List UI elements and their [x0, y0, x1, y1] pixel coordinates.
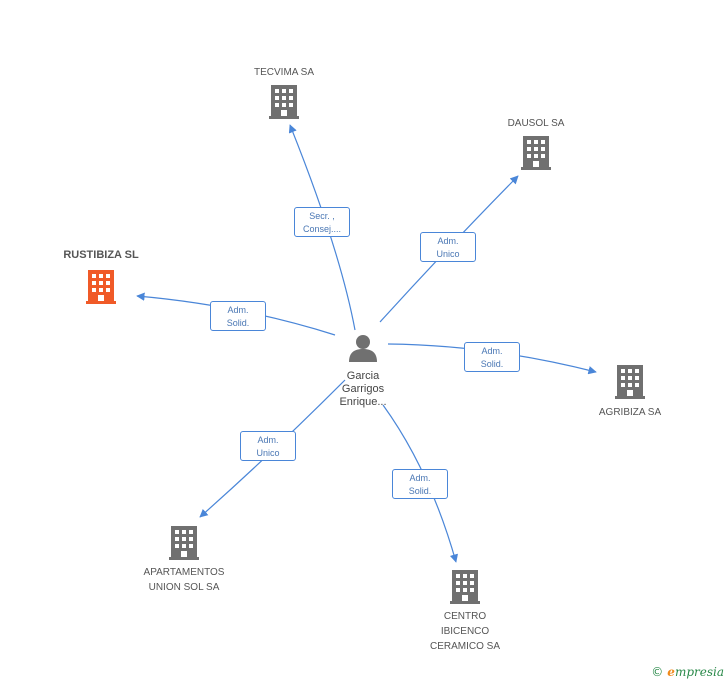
company-label-line: DAUSOL SA	[507, 118, 565, 129]
company-label-dausol[interactable]: DAUSOL SA	[508, 116, 565, 131]
edge-label-centro[interactable]: Adm. Solid.	[392, 469, 448, 499]
edge-label-line: Solid.	[408, 486, 432, 496]
company-label-line: AGRIBIZA SA	[598, 407, 662, 418]
company-label-centro[interactable]: CENTRO IBICENCO CERAMICO SA	[430, 609, 500, 654]
building-icon-rustibiza[interactable]	[86, 270, 116, 304]
building-icon-tecvima[interactable]	[269, 85, 299, 119]
company-label-line: RUSTIBIZA SL	[63, 249, 139, 261]
edge-label-line: Adm.	[409, 473, 431, 483]
nodes-layer	[86, 85, 645, 604]
person-name-line: Garcia	[346, 370, 380, 382]
edge-label-line: Adm.	[437, 236, 459, 246]
edge-label-line: Solid.	[226, 318, 250, 328]
edge-label-agribiza[interactable]: Adm. Solid.	[464, 342, 520, 372]
building-icon-dausol[interactable]	[521, 136, 551, 170]
company-label-line: TECVIMA SA	[253, 67, 315, 78]
empresia-logo: ©empresia	[651, 665, 724, 679]
copyright-icon: ©	[651, 665, 664, 679]
edge-label-line: Secr. ,	[309, 211, 335, 221]
edge-tecvima	[288, 124, 356, 331]
edge-label-dausol[interactable]: Adm. Unico	[420, 232, 476, 262]
edge-label-line: Unico	[436, 249, 460, 259]
edge-label-line: Adm.	[481, 346, 503, 356]
edge-label-line: Solid.	[480, 359, 504, 369]
company-label-line: CERAMICO SA	[429, 641, 501, 652]
edge-label-line: Consej....	[302, 224, 342, 234]
brand-initial: e	[667, 665, 675, 679]
company-label-line: CENTRO	[443, 611, 487, 622]
company-label-rustibiza[interactable]: RUSTIBIZA SL	[63, 248, 138, 263]
company-label-apartamentos[interactable]: APARTAMENTOS UNION SOL SA	[144, 565, 225, 595]
building-icon-apartamentos[interactable]	[169, 526, 199, 560]
edge-label-rustibiza[interactable]: Adm. Solid.	[210, 301, 266, 331]
edge-label-tecvima[interactable]: Secr. , Consej....	[294, 207, 350, 237]
building-icon-centro[interactable]	[450, 570, 480, 604]
company-label-line: IBICENCO	[440, 626, 490, 637]
brand-name: mpresia	[674, 665, 724, 679]
person-icon[interactable]	[349, 335, 377, 362]
company-label-tecvima[interactable]: TECVIMA SA	[254, 65, 314, 80]
edge-label-line: Adm.	[227, 305, 249, 315]
company-label-agribiza[interactable]: AGRIBIZA SA	[599, 405, 661, 420]
building-icon-agribiza[interactable]	[615, 365, 645, 399]
company-label-line: APARTAMENTOS	[143, 567, 225, 578]
edge-label-line: Adm.	[257, 435, 279, 445]
person-name-line: Enrique...	[339, 396, 387, 408]
person-name-line: Garrigos	[341, 383, 385, 395]
edge-label-apartamentos[interactable]: Adm. Unico	[240, 431, 296, 461]
company-label-line: UNION SOL SA	[148, 582, 220, 593]
edge-label-line: Unico	[256, 448, 280, 458]
